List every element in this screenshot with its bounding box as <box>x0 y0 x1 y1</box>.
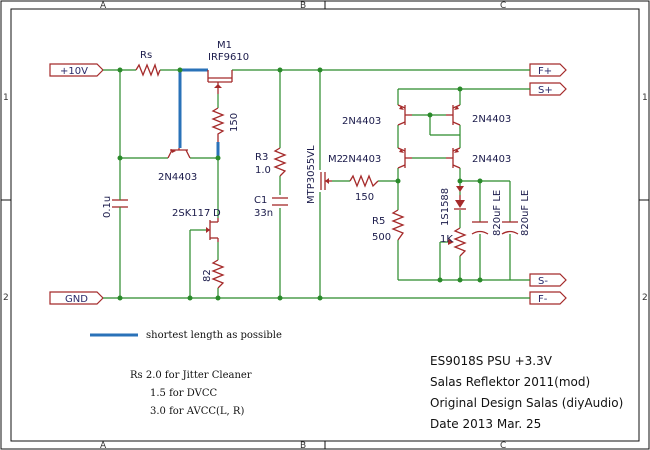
port-f-minus: F- <box>529 291 567 305</box>
transistor-2n4403-left: 2N4403 <box>158 148 197 183</box>
q-ml-value: 2N4403 <box>342 154 381 165</box>
capacitor-01u: 0.1u <box>102 195 128 218</box>
zone-col-a-bottom: A <box>100 441 107 450</box>
port-s-minus-label: S- <box>538 276 548 287</box>
rs-notes: Rs 2.0 for Jitter Cleaner 1.5 for DVCC 3… <box>130 370 252 417</box>
resistor-r5: R5 500 <box>372 209 405 243</box>
zone-row-1-right: 1 <box>642 93 648 103</box>
note-line-3: 3.0 for AVCC(L, R) <box>150 406 244 417</box>
port-s-plus: S+ <box>529 82 567 96</box>
port-s-minus: S- <box>529 273 567 287</box>
resistor-82: 82 <box>202 259 225 289</box>
note-line-2: 1.5 for DVCC <box>150 388 217 399</box>
zone-row-1-left: 1 <box>3 93 9 103</box>
port-f-plus: F+ <box>529 63 567 77</box>
transistor-mr: 2N4403 <box>446 147 511 169</box>
transistor-ml: 2N4403 <box>342 147 412 169</box>
q-tl-value: 2N4403 <box>342 116 381 127</box>
c820a-value: 820uF LE <box>492 190 503 236</box>
note-line-1: Rs 2.0 for Jitter Cleaner <box>130 370 252 381</box>
junction-dots <box>117 67 483 301</box>
m2-value: MTP3055VL <box>306 145 317 204</box>
q-left-value: 2N4403 <box>158 172 197 183</box>
d1-value: 1S1588 <box>440 188 451 226</box>
diode-1s1588: 1S1588 <box>440 186 466 226</box>
zone-col-b-top: B <box>300 1 306 11</box>
r3-value: 1.0 <box>255 165 271 176</box>
capacitor-820uf-b: 820uF LE <box>501 190 531 236</box>
r5-ref: R5 <box>372 216 385 227</box>
zone-col-c-top: C <box>500 1 506 11</box>
resistor-150-m1: 150 <box>211 107 240 142</box>
r5-value: 500 <box>372 232 391 243</box>
title-line-1: ES9018S PSU +3.3V <box>430 354 553 368</box>
zone-col-b-bottom: B <box>300 441 306 450</box>
port-plus-10v-label: +10V <box>60 66 88 77</box>
resistor-rs: Rs <box>135 50 161 77</box>
short-trace-wires <box>178 68 220 158</box>
pot-value: 1K <box>440 234 453 245</box>
c01u-value: 0.1u <box>102 196 113 218</box>
port-s-plus-label: S+ <box>538 85 553 96</box>
title-line-2: Salas Reflektor 2011(mod) <box>430 375 590 389</box>
title-line-3: Original Design Salas (diyAudio) <box>430 396 623 410</box>
r150a-value: 150 <box>229 113 240 132</box>
potentiometer-1k: 1K <box>440 227 467 257</box>
q-tr-value: 2N4403 <box>472 114 511 125</box>
c1-value: 33n <box>254 208 273 219</box>
m1-ref: M1 <box>217 40 232 51</box>
zone-col-c-bottom: C <box>500 441 506 450</box>
m2-ref: M2 <box>328 154 343 165</box>
title-line-4: Date 2013 Mar. 25 <box>430 417 541 431</box>
zone-row-2-right: 2 <box>642 293 648 303</box>
zone-row-2-left: 2 <box>3 293 9 303</box>
c1-ref: C1 <box>254 195 267 206</box>
mosfet-m1: M1 IRF9610 <box>207 40 249 94</box>
jfet-value: 2SK117 <box>172 208 210 219</box>
resistor-150-m2: 150 <box>349 174 379 203</box>
mosfet-m2: M2 MTP3055VL <box>306 145 343 204</box>
zone-col-a-top: A <box>100 1 107 11</box>
legend: shortest length as possible <box>90 330 282 341</box>
c820b-value: 820uF LE <box>520 190 531 236</box>
legend-text: shortest length as possible <box>146 330 282 341</box>
transistor-tl: 2N4403 <box>342 104 412 127</box>
resistor-r3: R3 1.0 <box>255 147 287 177</box>
port-f-minus-label: F- <box>538 294 548 305</box>
rs-ref: Rs <box>140 50 152 61</box>
jfet-2sk117: 2SK117 D <box>172 208 221 242</box>
r82-value: 82 <box>202 269 213 282</box>
port-plus-10v: +10V <box>49 63 104 77</box>
m1-value: IRF9610 <box>208 52 249 63</box>
port-gnd: GND <box>49 291 104 305</box>
r3-ref: R3 <box>255 152 268 163</box>
port-f-plus-label: F+ <box>538 66 552 77</box>
capacitor-c1: C1 33n <box>254 195 288 219</box>
transistor-tr: 2N4403 <box>446 104 511 126</box>
r150b-value: 150 <box>355 192 374 203</box>
port-gnd-label: GND <box>65 294 88 305</box>
q-mr-value: 2N4403 <box>472 154 511 165</box>
title-block: ES9018S PSU +3.3V Salas Reflektor 2011(m… <box>430 354 623 431</box>
jfet-pin-d: D <box>213 208 221 219</box>
capacitor-820uf-a: 820uF LE <box>471 190 503 236</box>
